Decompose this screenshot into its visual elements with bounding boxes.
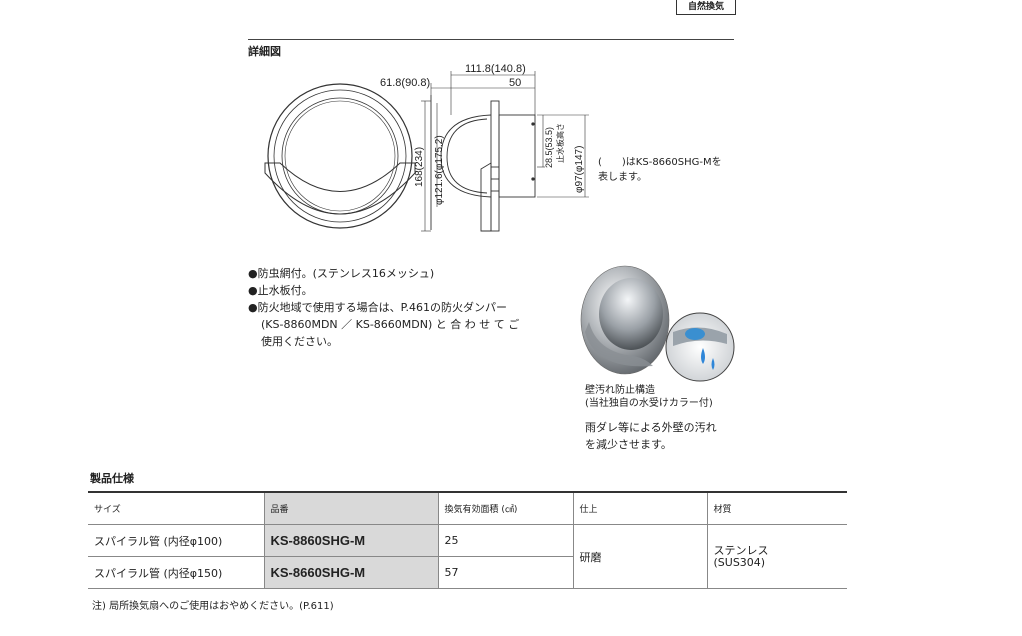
dim-water-label: 止水板高さ	[555, 123, 565, 163]
cell-part: KS-8660SHG-M	[263, 556, 438, 589]
dim-dia-pipe: φ97(φ147)	[574, 146, 585, 193]
photo-caption-line: を減少させます。	[585, 438, 672, 451]
spec-header-row: サイズ 品番 換気有効面積 (㎠) 仕上 材質	[88, 491, 847, 525]
feature-item: ●防火地域で使用する場合は、P.461の防火ダンパー	[248, 301, 508, 314]
front-view	[264, 83, 416, 229]
photo-caption-feature: 壁汚れ防止構造 (当社独自の水受けカラー付)	[585, 384, 713, 410]
dim-dia-inner: φ121.6(φ175.2)	[434, 135, 445, 205]
detail-drawing: 111.8(140.8) 61.8(90.8) 50 168(234) φ121…	[264, 63, 589, 232]
feature-item-cont: 使用ください。	[261, 335, 338, 348]
cell-size: スパイラル管 (内径φ100)	[88, 524, 264, 557]
cell-area: 25	[437, 524, 573, 557]
header-material: 材質	[706, 491, 847, 525]
header-area: 換気有効面積 (㎠)	[437, 491, 573, 525]
dim-water-offset: 28.5(53.5)	[544, 127, 554, 168]
side-view	[430, 95, 536, 232]
detail-title: 詳細図	[248, 45, 281, 58]
feature-list: ●防虫網付。(ステンレス16メッシュ) ●止水板付。 ●防火地域で使用する場合は…	[248, 265, 538, 350]
category-badge: 自然換気	[676, 0, 736, 15]
feature-item-cont: (KS-8860MDN ／ KS-8660MDN) と 合 わ せ て ご	[261, 318, 520, 331]
table-row: スパイラル管 (内径φ100) KS-8860SHG-M 25 研磨 ステンレス…	[88, 524, 847, 589]
spec-title: 製品仕様	[90, 472, 134, 485]
footnote: 注) 局所換気扇へのご使用はおやめください。(P.611)	[92, 601, 334, 612]
dimension-note-line2: 表します。	[598, 172, 647, 183]
cell-part: KS-8860SHG-M	[263, 524, 438, 557]
dim-depth: 61.8(90.8)	[380, 77, 430, 89]
feature-item: ●止水板付。	[248, 284, 313, 297]
dim-flange: 50	[509, 77, 521, 89]
photo-caption-sub: (当社独自の水受けカラー付)	[585, 398, 713, 409]
product-photo	[580, 265, 735, 382]
spec-table: サイズ 品番 換気有効面積 (㎠) 仕上 材質 スパイラル管 (内径φ100) …	[88, 491, 847, 589]
header-finish: 仕上	[572, 491, 707, 525]
photo-caption-title: 壁汚れ防止構造	[585, 385, 655, 396]
photo-caption-desc: 雨ダレ等による外壁の汚れ を減少させます。	[585, 419, 745, 453]
material-name: ステンレス	[713, 543, 769, 557]
dim-width-total: 111.8(140.8)	[465, 63, 526, 75]
dimension-lines	[421, 71, 589, 232]
header-size: サイズ	[88, 491, 264, 525]
dimension-note-line1: ( )はKS-8660SHG-Mを	[598, 157, 722, 168]
cell-finish: 研磨	[572, 524, 707, 589]
dim-height-outer: 168(234)	[414, 147, 425, 187]
material-code: (SUS304)	[713, 555, 766, 569]
photo-caption-line: 雨ダレ等による外壁の汚れ	[585, 421, 717, 434]
header-part: 品番	[263, 491, 438, 525]
cell-size: スパイラル管 (内径φ150)	[88, 556, 264, 589]
cell-area: 57	[437, 556, 573, 589]
table-row: スパイラル管 (内径φ150) KS-8660SHG-M 57	[88, 556, 847, 589]
dimension-note: ( )はKS-8660SHG-Mを 表します。	[598, 155, 722, 185]
feature-item: ●防虫網付。(ステンレス16メッシュ)	[248, 267, 435, 280]
top-rule	[248, 39, 734, 40]
cell-material: ステンレス (SUS304)	[706, 524, 847, 589]
